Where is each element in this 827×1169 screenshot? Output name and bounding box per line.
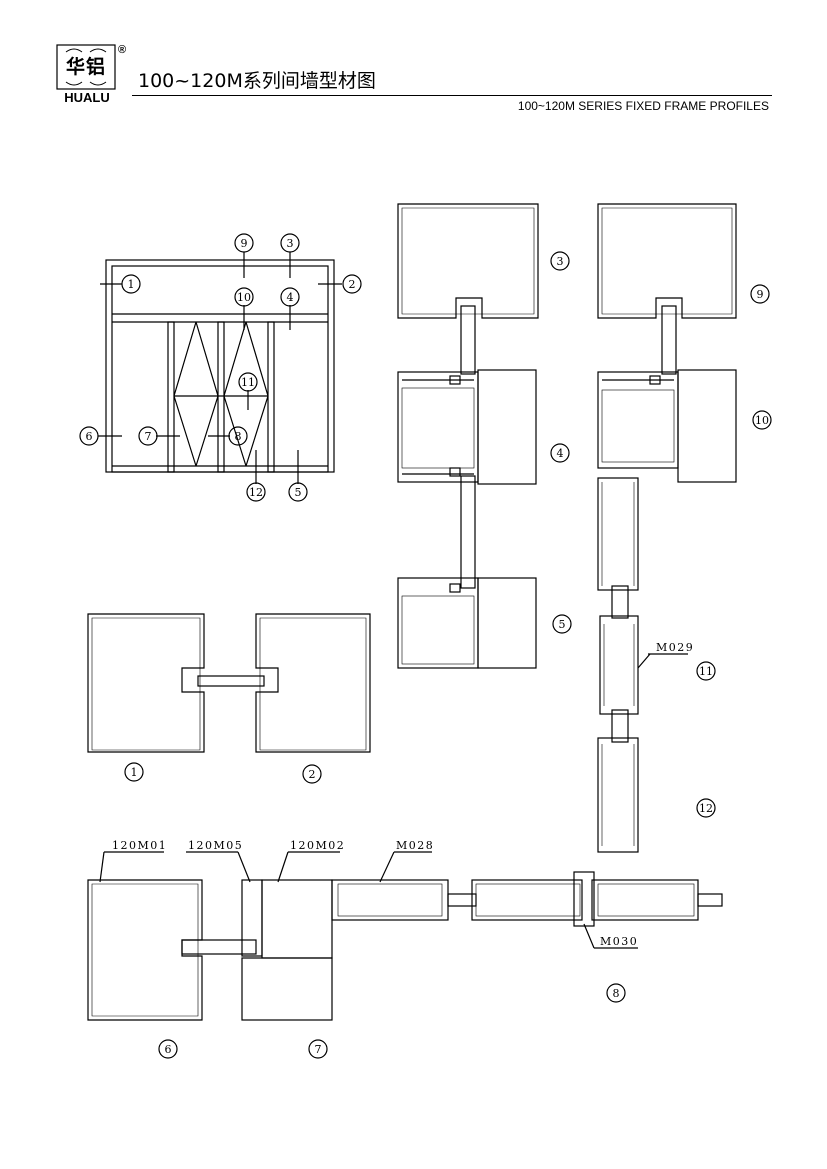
title-divider <box>132 95 772 96</box>
section-label-12: 12 <box>699 802 713 815</box>
callout-11: 11 <box>241 376 255 389</box>
callout-12: 12 <box>249 486 263 499</box>
section-label-7: 7 <box>315 1043 322 1056</box>
part-code-120m01: 120M01 <box>112 839 167 852</box>
part-code-120m05: 120M05 <box>188 839 243 852</box>
section-6-7-8 <box>87 851 723 1021</box>
part-code-m030: M030 <box>600 935 638 948</box>
part-code-m029: M029 <box>656 641 694 654</box>
page-title: 100~120M系列间墙型材图 <box>138 70 376 92</box>
section-label-9: 9 <box>757 288 764 301</box>
section-label-8: 8 <box>613 987 620 1000</box>
callout-1: 1 <box>128 278 135 291</box>
logo-english: HUALU <box>64 90 110 105</box>
section-label-1: 1 <box>131 766 138 779</box>
callout-6: 6 <box>86 430 93 443</box>
callout-3: 3 <box>287 237 294 250</box>
callout-5: 5 <box>295 486 302 499</box>
section-9-10 <box>597 203 737 483</box>
logo-chinese: 华铝 <box>65 56 106 78</box>
section-3-4-5 <box>397 203 539 669</box>
elevation-view <box>98 252 342 484</box>
callout-9: 9 <box>241 237 248 250</box>
section-label-2: 2 <box>309 768 316 781</box>
callout-2: 2 <box>349 278 356 291</box>
part-code-m028: M028 <box>396 839 434 852</box>
callout-8: 8 <box>235 430 242 443</box>
section-1-2 <box>87 613 371 753</box>
registered-mark: ® <box>118 44 127 56</box>
section-label-10: 10 <box>755 414 769 427</box>
section-label-5: 5 <box>559 618 566 631</box>
section-label-3: 3 <box>557 255 564 268</box>
section-label-6: 6 <box>165 1043 172 1056</box>
callout-4: 4 <box>287 291 294 304</box>
section-label-11: 11 <box>699 665 713 678</box>
callout-7: 7 <box>145 430 152 443</box>
hualu-logo-frame <box>56 44 116 90</box>
section-11-12 <box>597 477 688 853</box>
section-label-4: 4 <box>557 447 564 460</box>
part-code-120m02: 120M02 <box>290 839 345 852</box>
callout-10: 10 <box>237 291 251 304</box>
page-subtitle: 100~120M SERIES FIXED FRAME PROFILES <box>517 99 769 113</box>
